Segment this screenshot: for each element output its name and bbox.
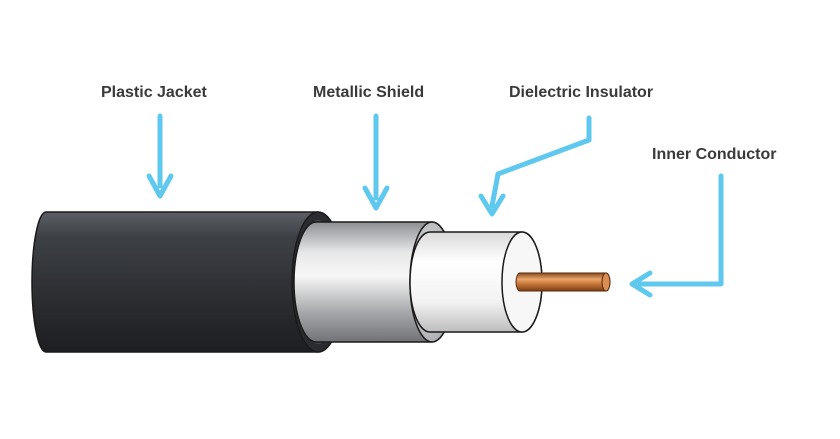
label-inner-conductor: Inner Conductor	[652, 146, 777, 163]
arrow-inner-conductor	[629, 173, 724, 298]
arrow-plastic-jacket	[146, 113, 174, 199]
label-dielectric-insulator: Dielectric Insulator	[509, 84, 654, 101]
inner-conductor	[515, 272, 611, 292]
arrow-metallic-shield	[362, 113, 390, 211]
label-metallic-shield: Metallic Shield	[313, 84, 425, 101]
label-plastic-jacket: Plastic Jacket	[101, 84, 207, 101]
dielectric-insulator	[409, 231, 543, 333]
arrow-dielectric-insulator	[478, 115, 592, 217]
